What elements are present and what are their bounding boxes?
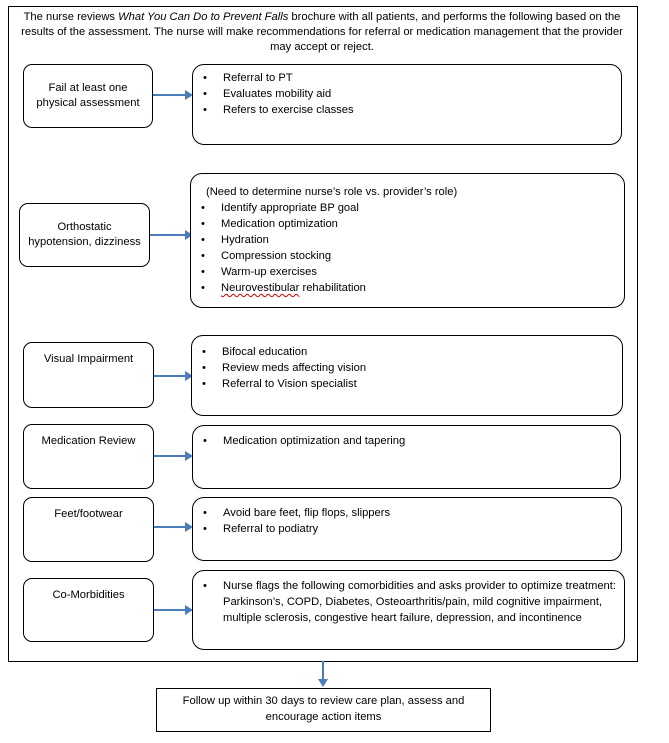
assessment-box-orthostatic: Orthostatic hypotension, dizziness <box>19 203 150 267</box>
list-item: Referral to Vision specialist <box>192 376 622 392</box>
arrow-orthostatic <box>150 230 193 240</box>
assessment-box-comorbidities: Co-Morbidities <box>23 578 154 642</box>
list-item: Referral to podiatry <box>193 521 621 537</box>
assessment-box-visual: Visual Impairment <box>23 342 154 408</box>
action-list: Bifocal education Review meds affecting … <box>192 344 622 392</box>
intro-text: The nurse reviews What You Can Do to Pre… <box>12 10 632 55</box>
action-box-comorbidities: Nurse flags the following comorbidities … <box>192 570 625 650</box>
list-item-rest: rehabilitation <box>299 282 366 294</box>
assessment-label: Orthostatic hypotension, dizziness <box>28 221 141 248</box>
action-box-medication: Medication optimization and tapering <box>192 425 621 489</box>
list-item: Neurovestibular rehabilitation <box>191 280 624 296</box>
arrow-medication <box>154 451 193 461</box>
assessment-label: Fail at least one physical assessment <box>36 82 140 109</box>
list-item: Warm-up exercises <box>191 264 624 280</box>
arrow-feet <box>154 522 193 532</box>
arrow-physical <box>153 90 193 100</box>
arrow-comorbidities <box>154 605 193 615</box>
follow-up-box: Follow up within 30 days to review care … <box>156 688 491 732</box>
assessment-label: Medication Review <box>41 435 136 447</box>
list-item: Avoid bare feet, flip flops, slippers <box>193 505 621 521</box>
intro-text-before: The nurse reviews <box>23 11 119 23</box>
action-list: Identify appropriate BP goal Medication … <box>191 200 624 296</box>
assessment-label: Co-Morbidities <box>52 589 125 601</box>
action-list: Medication optimization and tapering <box>193 433 620 449</box>
assessment-label: Visual Impairment <box>43 353 134 365</box>
intro-text-after: brochure with all patients, and performs… <box>21 11 623 53</box>
arrow-follow-up <box>318 661 328 687</box>
list-item: Refers to exercise classes <box>193 102 621 118</box>
list-item: Hydration <box>191 232 624 248</box>
action-box-orthostatic: (Need to determine nurse’s role vs. prov… <box>190 173 625 308</box>
role-note: (Need to determine nurse’s role vs. prov… <box>206 186 458 198</box>
follow-up-text: Follow up within 30 days to review care … <box>182 695 465 723</box>
action-list: Nurse flags the following comorbidities … <box>193 578 616 626</box>
list-item: Medication optimization and tapering <box>193 433 620 449</box>
brochure-title: What You Can Do to Prevent Falls <box>118 11 289 23</box>
action-box-visual: Bifocal education Review meds affecting … <box>191 335 623 416</box>
list-item: Review meds affecting vision <box>192 360 622 376</box>
action-list: Avoid bare feet, flip flops, slippers Re… <box>193 505 621 537</box>
list-item: Identify appropriate BP goal <box>191 200 624 216</box>
list-item: Bifocal education <box>192 344 622 360</box>
action-box-feet: Avoid bare feet, flip flops, slippers Re… <box>192 497 622 561</box>
assessment-box-feet: Feet/footwear <box>23 497 154 562</box>
action-box-physical: Referral to PT Evaluates mobility aid Re… <box>192 64 622 145</box>
assessment-box-medication: Medication Review <box>23 424 154 489</box>
list-item: Medication optimization <box>191 216 624 232</box>
list-item: Nurse flags the following comorbidities … <box>193 578 616 626</box>
list-item: Compression stocking <box>191 248 624 264</box>
assessment-label: Feet/footwear <box>54 508 123 520</box>
assessment-box-physical: Fail at least one physical assessment <box>23 64 153 128</box>
list-item: Referral to PT <box>193 70 621 86</box>
arrow-visual <box>154 371 193 381</box>
list-item: Evaluates mobility aid <box>193 86 621 102</box>
action-list: Referral to PT Evaluates mobility aid Re… <box>193 70 621 118</box>
spellcheck-word: Neurovestibular <box>221 282 300 294</box>
